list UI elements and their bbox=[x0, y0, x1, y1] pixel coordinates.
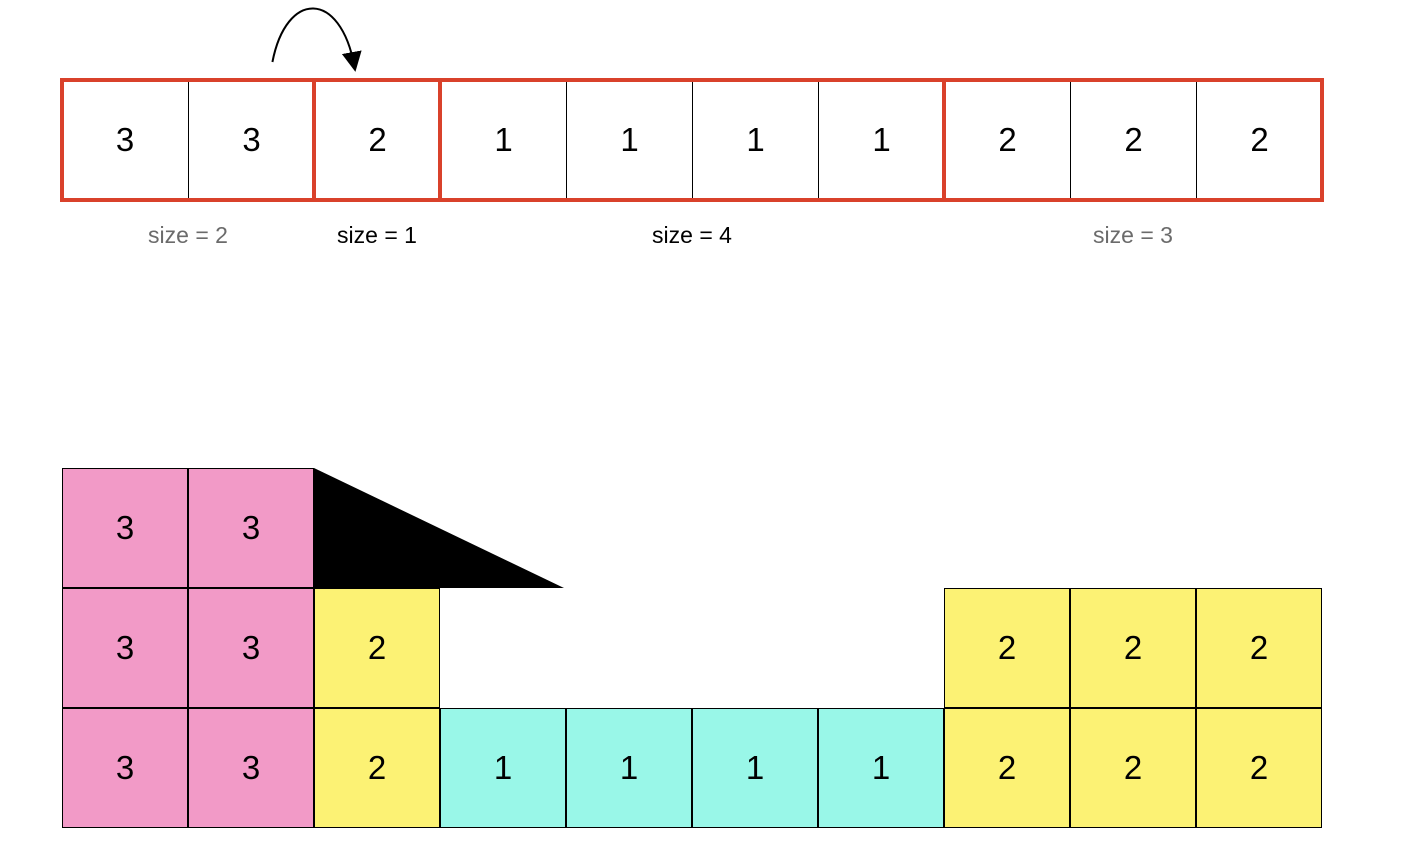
stack-block: 2 bbox=[1196, 708, 1322, 828]
stack-block: 3 bbox=[62, 468, 188, 588]
stack-block: 1 bbox=[818, 708, 944, 828]
array-cell: 3 bbox=[115, 121, 135, 158]
array-cell: 3 bbox=[188, 80, 314, 200]
stack-block: 3 bbox=[188, 588, 314, 708]
stack-block: 2 bbox=[314, 708, 440, 828]
stack-block: 1 bbox=[566, 708, 692, 828]
group-size-label: size = 3 bbox=[1093, 222, 1173, 248]
group-size-label: size = 2 bbox=[148, 222, 228, 248]
move-arrow-icon bbox=[271, 7, 362, 72]
stack-block: 2 bbox=[1070, 708, 1196, 828]
stack-block: 3 bbox=[62, 708, 188, 828]
array-cell: 1 bbox=[692, 80, 818, 200]
stack-block: 2 bbox=[944, 588, 1070, 708]
array-cell: 2 bbox=[1196, 80, 1322, 200]
stack-block: 3 bbox=[62, 588, 188, 708]
group-size-label: size = 1 bbox=[337, 222, 417, 248]
array-cell: 1 bbox=[818, 80, 944, 200]
stack-block: 3 bbox=[188, 468, 314, 588]
stack-block: 2 bbox=[314, 588, 440, 708]
stack-block: 3 bbox=[188, 708, 314, 828]
black-wedge-shape bbox=[314, 468, 564, 588]
group-size-label: size = 4 bbox=[652, 222, 732, 248]
array-cell: 1 bbox=[566, 80, 692, 200]
stack-block: 1 bbox=[692, 708, 818, 828]
stack-block: 2 bbox=[1196, 588, 1322, 708]
stack-block: 2 bbox=[944, 708, 1070, 828]
stack-block: 2 bbox=[1070, 588, 1196, 708]
array-cell: 2 bbox=[1070, 80, 1196, 200]
stack-block: 1 bbox=[440, 708, 566, 828]
group-outline bbox=[942, 78, 1324, 202]
